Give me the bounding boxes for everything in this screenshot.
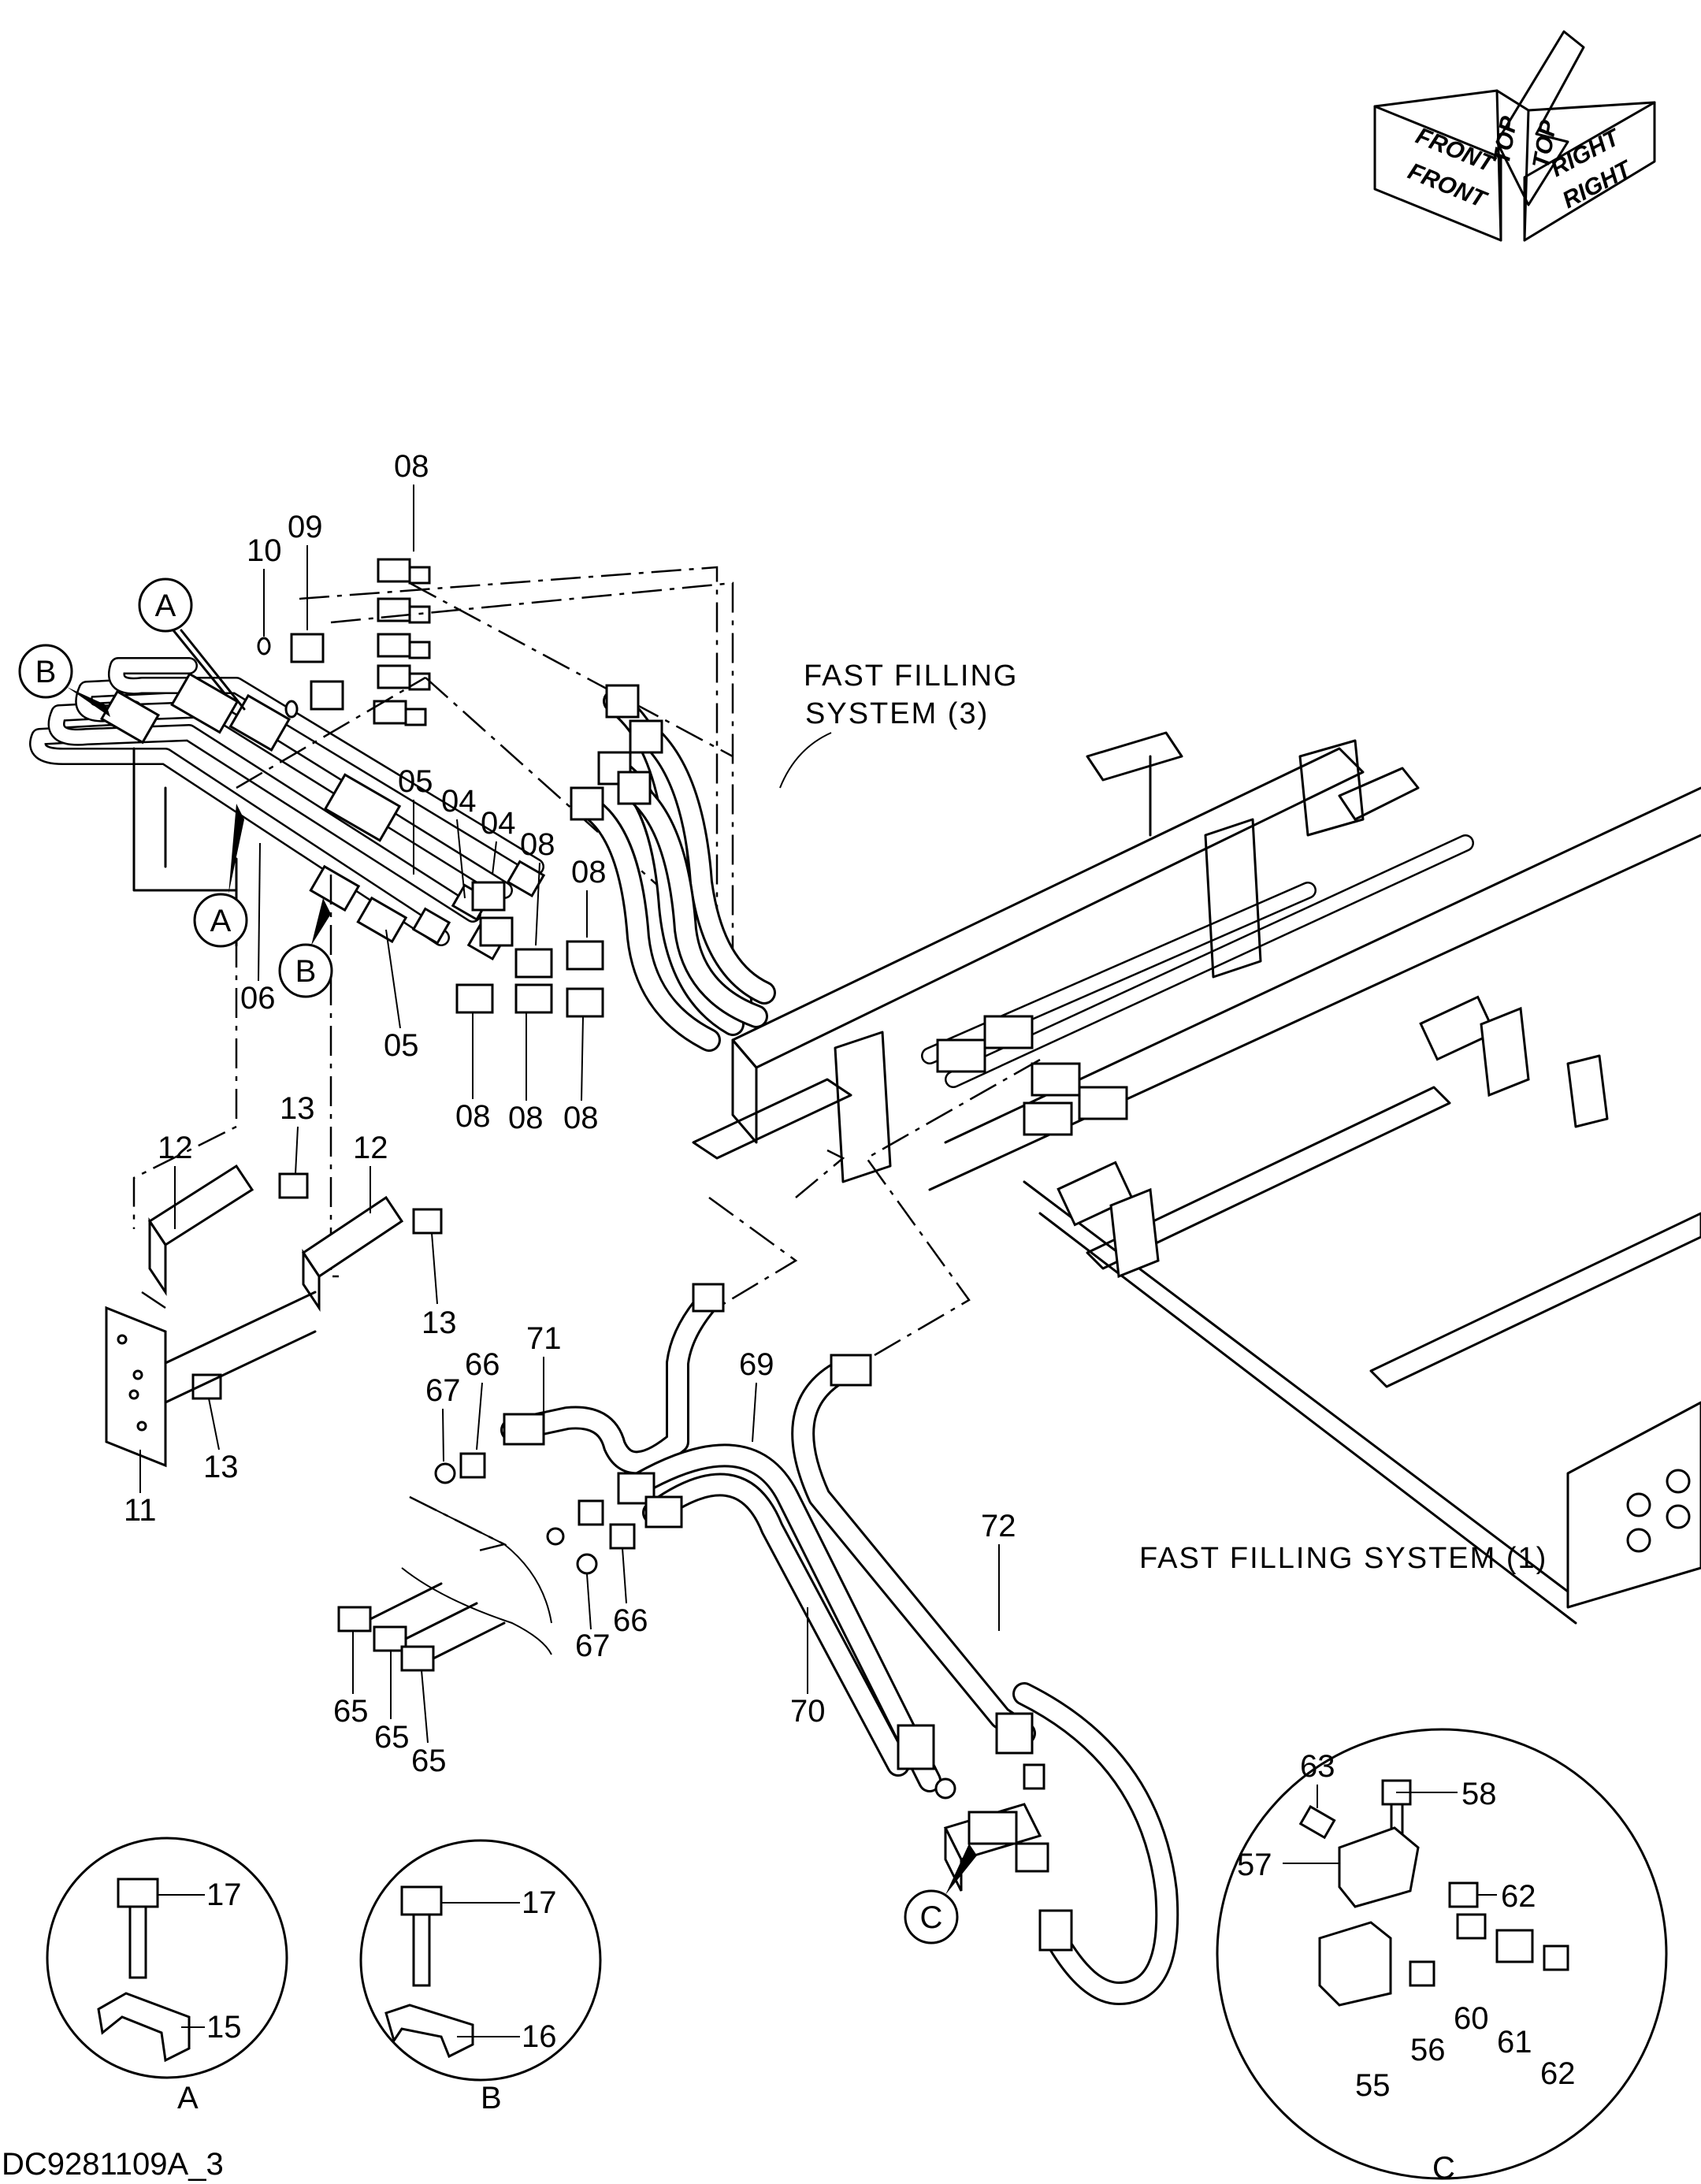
part-66-b: 66 <box>613 1603 648 1638</box>
part-61: 61 <box>1497 2025 1532 2060</box>
reference-markers: A B A B C <box>18 578 977 1944</box>
part-70: 70 <box>790 1694 826 1729</box>
chain-lines <box>132 566 1041 1554</box>
detail-a-label: A <box>177 2081 199 2115</box>
fast-filling-3-line2: SYSTEM (3) <box>805 697 989 730</box>
part-56: 56 <box>1410 2033 1446 2067</box>
part-13-b: 13 <box>422 1306 457 1340</box>
part-15: 15 <box>206 2010 242 2045</box>
fast-filling-1: FAST FILLING SYSTEM (1) <box>1139 1542 1547 1575</box>
detail-c-label: C <box>1432 2151 1455 2184</box>
part-65-c: 65 <box>411 1744 447 1778</box>
ref-c: C <box>920 1900 943 1935</box>
part-17-b: 17 <box>522 1885 557 1920</box>
part-71: 71 <box>526 1321 562 1356</box>
orientation-icon: FRONT FRONT TOP TOP RIGHT RIGHT <box>1373 30 1656 242</box>
detail-b: 17 16 B <box>359 1839 602 2115</box>
part-12-a: 12 <box>158 1131 193 1165</box>
part-13-c: 13 <box>203 1450 239 1484</box>
part-67-b: 67 <box>575 1629 611 1663</box>
part-16: 16 <box>522 2019 557 2054</box>
part-66-a: 66 <box>465 1347 500 1382</box>
part-11: 11 <box>124 1493 157 1528</box>
mount-hardware <box>337 1452 636 1672</box>
ref-a-upper: A <box>155 589 176 623</box>
ref-b-upper: B <box>35 655 57 689</box>
detail-b-label: B <box>481 2081 502 2115</box>
part-04-b: 04 <box>481 806 516 841</box>
middle-fittings <box>455 881 604 1018</box>
part-08-top: 08 <box>394 449 429 484</box>
part-05-upper: 05 <box>398 764 433 799</box>
part-05-lower: 05 <box>384 1028 419 1063</box>
part-62-b: 62 <box>1540 2056 1576 2091</box>
part-55: 55 <box>1355 2068 1391 2103</box>
ref-b-lower: B <box>295 954 317 989</box>
detail-c: 63 58 57 62 60 61 62 56 55 C <box>1216 1728 1668 2184</box>
part-67-a: 67 <box>425 1373 461 1408</box>
part-12-b: 12 <box>353 1131 388 1165</box>
part-58: 58 <box>1461 1777 1497 1811</box>
detail-a: 17 15 A <box>46 1837 288 2115</box>
part-08-low-b: 08 <box>508 1101 544 1135</box>
part-62-a: 62 <box>1501 1879 1536 1914</box>
part-60: 60 <box>1454 2001 1489 2036</box>
part-08-mid-b: 08 <box>571 855 607 890</box>
part-08-low-c: 08 <box>563 1101 599 1135</box>
drawing-code: DC9281109A_3 <box>2 2147 224 2182</box>
pipe-bundle <box>29 657 546 961</box>
part-06: 06 <box>240 981 276 1016</box>
part-69: 69 <box>739 1347 774 1382</box>
part-09: 09 <box>288 510 323 544</box>
part-10: 10 <box>247 533 282 568</box>
ref-a-lower: A <box>210 904 232 938</box>
part-72: 72 <box>981 1509 1016 1543</box>
brackets <box>105 1164 443 1468</box>
part-numbers: 08 09 10 05 04 04 08 08 06 05 08 08 08 1… <box>124 449 1016 1778</box>
part-65-a: 65 <box>333 1694 369 1729</box>
part-17-a: 17 <box>206 1878 242 1912</box>
part-04-a: 04 <box>441 784 477 819</box>
fast-filling-3-line1: FAST FILLING <box>804 659 1018 693</box>
part-57: 57 <box>1237 1848 1272 1882</box>
part-08-mid-a: 08 <box>520 827 555 862</box>
part-13-a: 13 <box>280 1091 315 1126</box>
upper-fittings <box>257 558 431 726</box>
orientation-label-top-1: TOP <box>1488 113 1522 166</box>
hoses <box>500 1283 1179 2005</box>
part-08-low-a: 08 <box>455 1099 491 1134</box>
part-63: 63 <box>1300 1749 1335 1784</box>
frame-structure <box>570 684 1701 1625</box>
callouts: FAST FILLING SYSTEM (3) FAST FILLING SYS… <box>779 659 1547 1575</box>
part-65-b: 65 <box>374 1720 410 1755</box>
